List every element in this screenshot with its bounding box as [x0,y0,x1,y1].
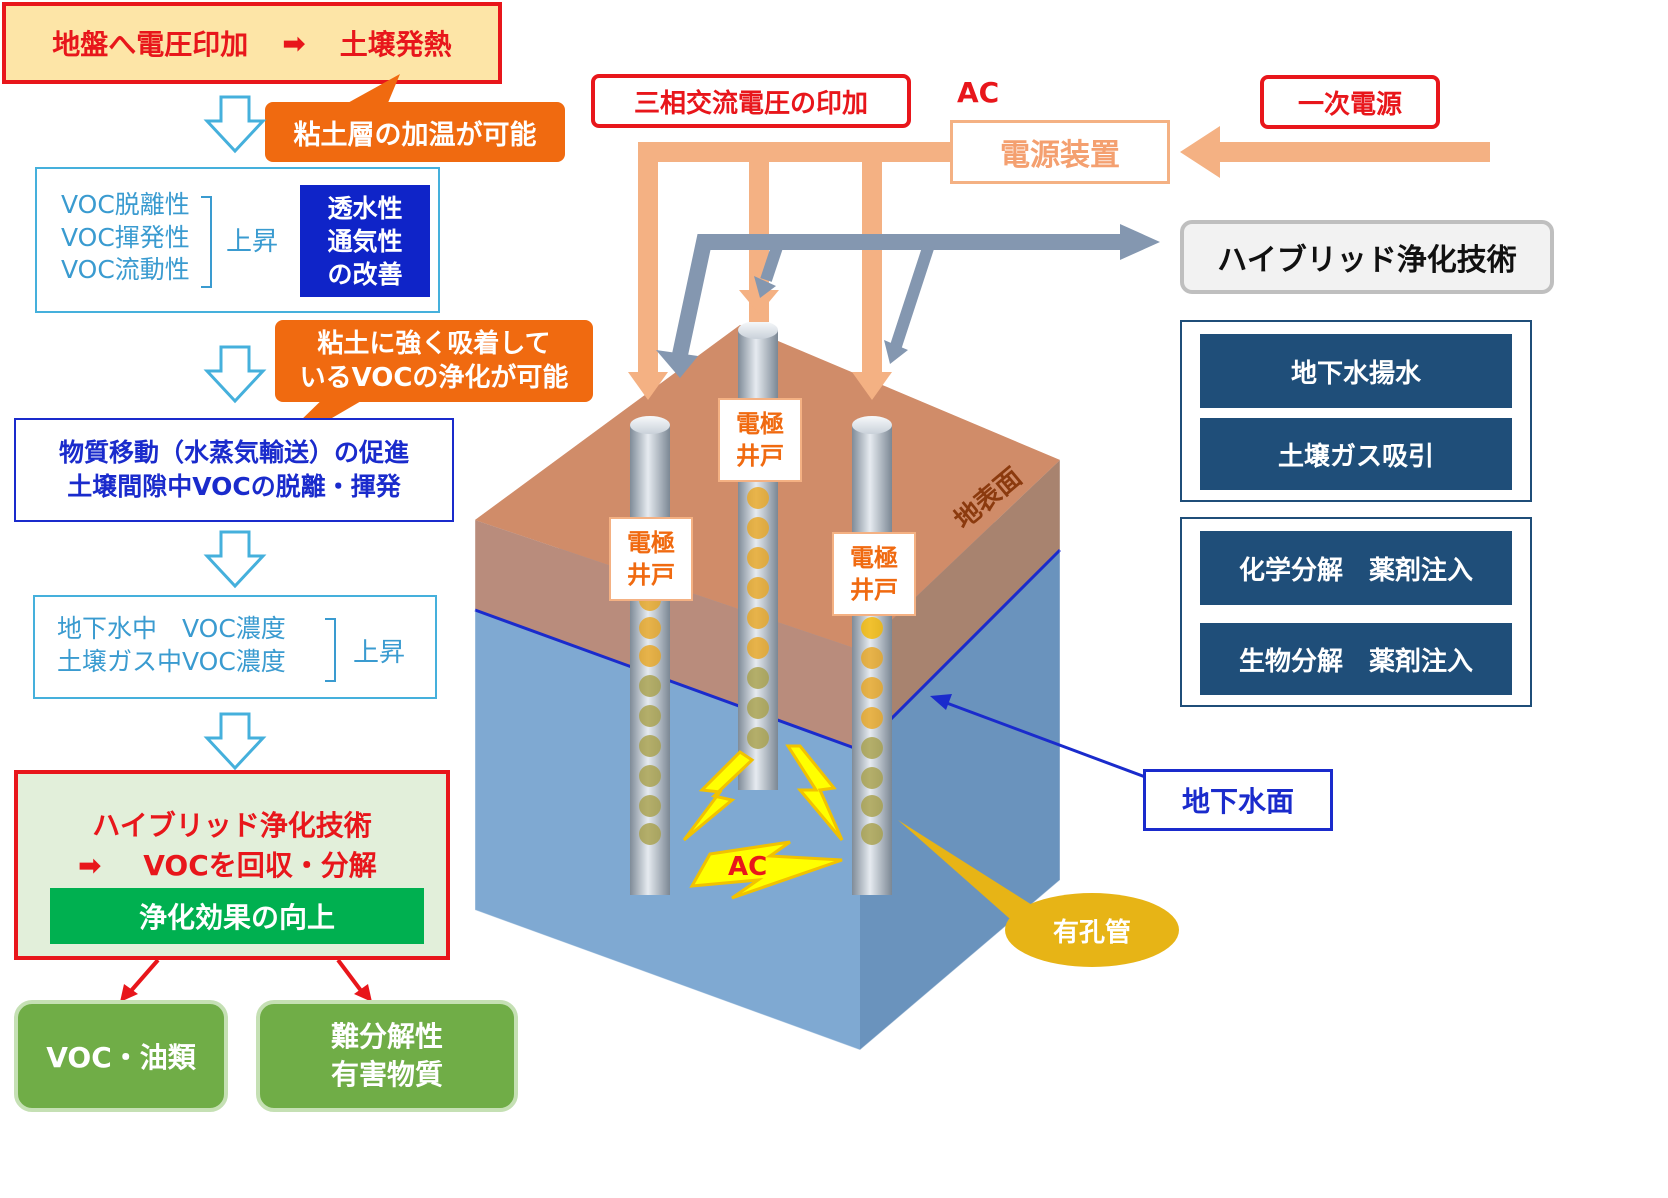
groundwater-pointer-arrow [930,694,1149,780]
right-arrow-icon: ➡ [78,849,102,882]
mass-transfer-line1: 物質移動（水蒸気輸送）の促進 [58,438,409,467]
permeability-improvement-box: 透水性 通気性 の改善 [300,185,430,297]
chemical-decomposition-item: 化学分解 薬剤注入 [1200,531,1512,605]
purification-effect-text: 浄化効果の向上 [138,901,335,934]
heating-process-box: 地盤へ電圧印加 ➡ 土壌発熱 [2,2,502,84]
soil-heating-text: 土壌発熱 [339,28,452,61]
groundwater-voc-conc: 地下水中 VOC濃度 [57,614,286,643]
recover-decompose-text: VOCを回収・分解 [143,849,377,882]
clay-heating-callout: 粘土層の加温が可能 [265,102,565,162]
primary-power-label: 一次電源 [1260,75,1440,129]
mass-transfer-box: 物質移動（水蒸気輸送）の促進 土壌間隙中VOCの脱離・揮発 [14,418,454,522]
power-supply-unit: 電源装置 [950,120,1170,184]
voc-oil-text: VOC・油類 [46,1041,196,1074]
purification-effect-box: 浄化効果の向上 [50,888,424,944]
three-phase-voltage-label: 三相交流電圧の印加 [591,74,911,128]
soil-gas-voc-conc: 土壌ガス中VOC濃度 [57,646,286,676]
adsorbed-voc-line2: いるVOCの浄化が可能 [299,363,569,393]
bracket-icon [325,618,336,682]
voc-concentration-box: 地下水中 VOC濃度 土壌ガス中VOC濃度 上昇 [33,595,437,699]
adsorbed-voc-callout: 粘土に強く吸着して いるVOCの浄化が可能 [275,320,593,402]
air-permeability-text: 通気性 [327,226,403,256]
permeability-text: 透水性 [327,193,403,223]
mass-transfer-line2: 土壌間隙中VOCの脱離・揮発 [67,472,401,501]
improvement-text: の改善 [327,259,403,289]
hybrid-technology-box: ハイブリッド浄化技術 ➡ VOCを回収・分解 浄化効果の向上 [14,770,450,960]
persistent-line1: 難分解性 [330,1020,443,1053]
down-arrow-icon [203,712,267,771]
right-arrow-icon: ➡ [282,26,306,60]
voc-volatility: VOC揮発性 [61,222,190,252]
rise-label: 上昇 [226,227,279,257]
voltage-apply-text: 地盤へ電圧印加 [52,28,249,61]
clay-heating-text: 粘土層の加温が可能 [293,119,537,151]
lightning-bolt-icon [682,744,844,900]
hybrid-title: ハイブリッド浄化技術 [18,804,446,844]
electrode-label-left: 電極 井戸 [609,517,693,601]
biological-decomposition-item: 生物分解 薬剤注入 [1200,623,1512,695]
voc-concentration-list: 地下水中 VOC濃度 土壌ガス中VOC濃度 [57,613,286,678]
voc-oil-output: VOC・油類 [14,1000,228,1112]
electrode-label-center: 電極 井戸 [718,398,802,482]
adsorbed-voc-line1: 粘土に強く吸着して [317,329,551,359]
down-arrow-icon [203,530,267,589]
porous-pipe-label: 有孔管 [1005,893,1179,967]
pipe-perforations [639,487,883,845]
down-arrow-icon [203,345,267,404]
voc-mobility: VOC流動性 [61,255,190,284]
ac-top-label: AC [957,76,1000,109]
power-distribution-arrows [628,126,1490,400]
rise-label: 上昇 [353,638,406,668]
decomposition-methods-group: 化学分解 薬剤注入 生物分解 薬剤注入 [1180,517,1532,707]
voc-property-list: VOC脱離性 VOC揮発性 VOC流動性 [61,189,190,287]
soil-gas-extraction-item: 土壌ガス吸引 [1200,418,1512,490]
persistent-substance-output: 難分解性 有害物質 [256,1000,518,1112]
bracket-icon [201,196,212,288]
hybrid-subline: ➡ VOCを回収・分解 [78,844,377,884]
extraction-methods-group: 地下水揚水 土壌ガス吸引 [1180,320,1532,502]
primary-power-arrow [1180,126,1490,178]
hybrid-technology-label: ハイブリッド浄化技術 [1180,220,1554,294]
hybrid-title-text: ハイブリッド浄化技術 [92,809,372,842]
porous-pipe-pointer [898,820,1040,926]
soil-right-face [860,460,1060,750]
groundwater-surface-label: 地下水面 [1143,769,1333,831]
groundwater-pumping-item: 地下水揚水 [1200,334,1512,408]
voc-property-box: VOC脱離性 VOC揮発性 VOC流動性 上昇 透水性 通気性 の改善 [35,167,440,313]
down-arrow-icon [203,95,267,154]
persistent-line2: 有害物質 [330,1058,443,1091]
electrode-label-right: 電極 井戸 [832,532,916,616]
water-right-face [860,550,1060,1050]
voc-desorption: VOC脱離性 [61,190,190,219]
callout1-pointer [335,74,400,110]
output-arrows [120,958,372,1002]
soil-block-diagram [474,321,1062,1051]
ac-middle-label: AC [728,852,768,882]
